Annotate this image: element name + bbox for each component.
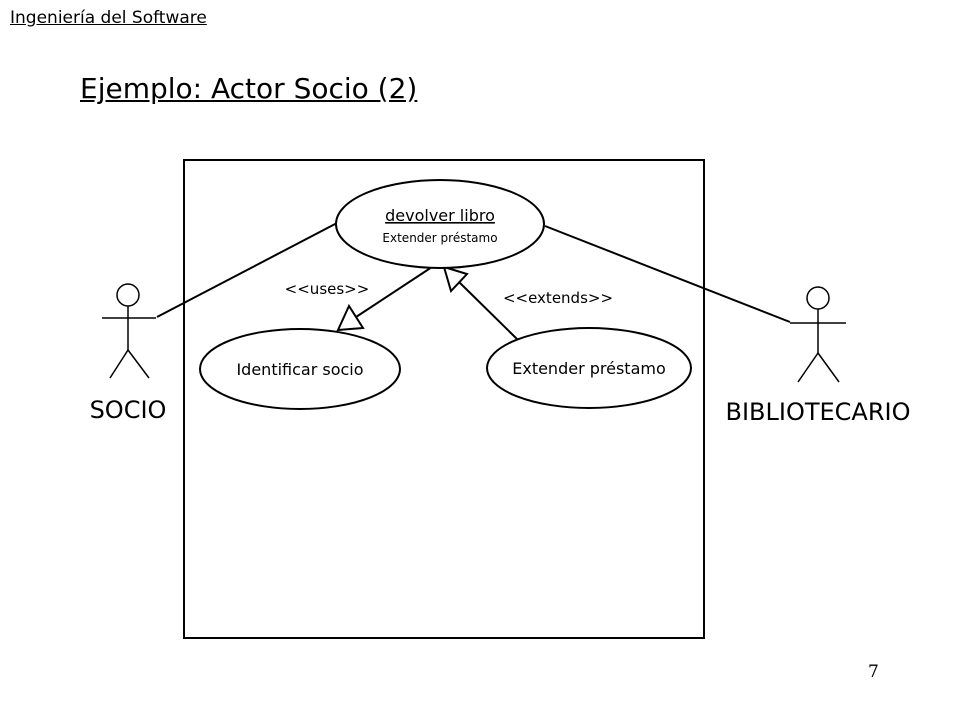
extension-point-label: Extender préstamo [382, 231, 497, 245]
actor-socio-figure [102, 283, 156, 379]
course-header: Ingeniería del Software [10, 8, 207, 28]
slide-title: Ejemplo: Actor Socio (2) [80, 72, 418, 105]
association-bibliotecario-devolver [544, 225, 791, 323]
use-case-extender-prestamo-name: Extender préstamo [512, 359, 666, 378]
actor-bibliotecario-label: BIBLIOTECARIO [726, 398, 911, 426]
extends-label: <<extends>> [503, 289, 613, 307]
actor-socio-label: SOCIO [90, 396, 167, 424]
extends-relation [442, 265, 519, 341]
use-case-devolver-libro: devolver libro Extender préstamo [335, 179, 545, 269]
use-case-extender-prestamo: Extender préstamo [486, 327, 692, 409]
use-case-devolver-libro-name: devolver libro [385, 206, 495, 225]
use-case-identificar-socio: Identificar socio [199, 328, 401, 410]
actor-bibliotecario-figure [790, 286, 846, 383]
use-case-identificar-socio-name: Identificar socio [236, 360, 363, 379]
association-socio-devolver [156, 222, 338, 318]
uses-relation [336, 266, 433, 332]
uses-label: <<uses>> [285, 280, 370, 298]
system-boundary [183, 159, 705, 639]
page-number: 7 [868, 662, 879, 682]
